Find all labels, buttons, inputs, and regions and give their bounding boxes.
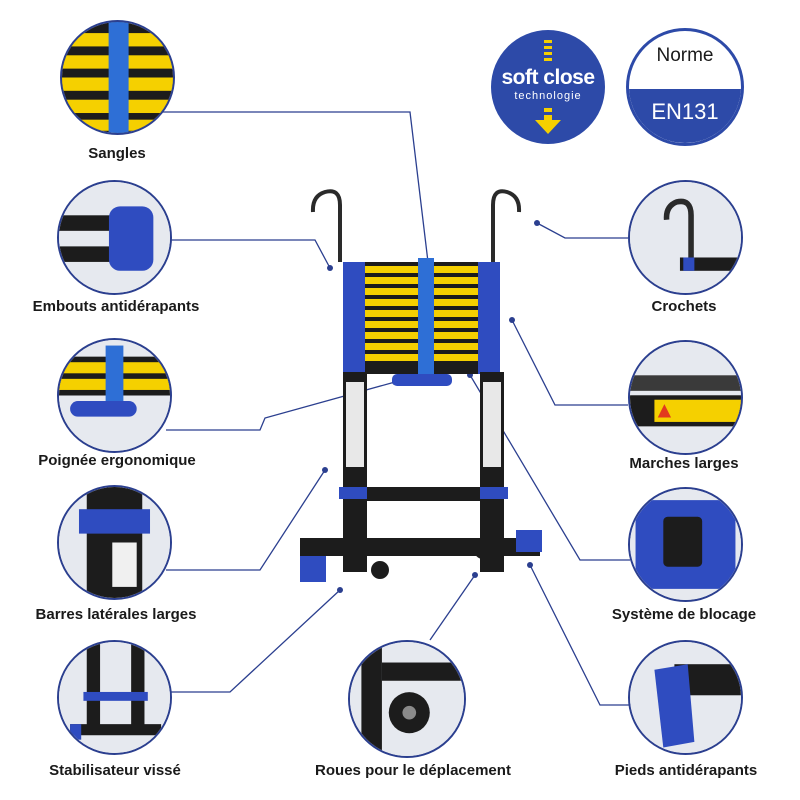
soft-close-subtitle: technologie xyxy=(514,90,582,102)
norme-value: EN131 xyxy=(651,99,719,124)
label-blocage: Système de blocage xyxy=(611,606,757,623)
stacked-steps xyxy=(343,258,500,378)
embouts-detail-circle xyxy=(57,180,172,295)
soft-close-badge: soft close technologie xyxy=(491,30,605,144)
label-crochets: Crochets xyxy=(651,298,717,315)
label-poignee: Poignée ergonomique xyxy=(38,452,196,469)
label-pieds: Pieds antidérapants xyxy=(614,762,758,779)
soft-close-title: soft close xyxy=(501,66,595,89)
blocage-detail-circle xyxy=(628,487,743,602)
right-wheel xyxy=(474,541,492,559)
label-sangles: Sangles xyxy=(88,145,146,162)
strap xyxy=(418,258,434,378)
left-hook xyxy=(310,189,342,262)
roues-detail-circle xyxy=(348,640,466,758)
left-wheel xyxy=(371,561,389,579)
marches-detail-circle xyxy=(628,340,743,455)
label-barres: Barres latérales larges xyxy=(35,606,197,623)
label-roues: Roues pour le déplacement xyxy=(315,762,511,779)
arrow-down-icon xyxy=(535,40,561,134)
sangles-detail-circle xyxy=(60,20,175,135)
label-stabilisateur: Stabilisateur vissé xyxy=(49,762,181,779)
handle xyxy=(392,374,452,386)
right-foot xyxy=(516,530,542,552)
barres-detail-circle xyxy=(57,485,172,600)
norme-badge: Norme EN131 xyxy=(626,28,744,146)
stabilizer-bar xyxy=(300,538,540,556)
stabilisateur-detail-circle xyxy=(57,640,172,755)
bottom-rung xyxy=(367,487,480,501)
right-hook xyxy=(491,189,522,262)
pieds-detail-circle xyxy=(628,640,743,755)
label-marches: Marches larges xyxy=(629,455,739,472)
poignee-detail-circle xyxy=(57,338,172,453)
label-embouts: Embouts antidérapants xyxy=(32,298,200,315)
left-foot xyxy=(300,556,326,582)
norme-label: Norme xyxy=(656,45,714,66)
crochets-detail-circle xyxy=(628,180,743,295)
